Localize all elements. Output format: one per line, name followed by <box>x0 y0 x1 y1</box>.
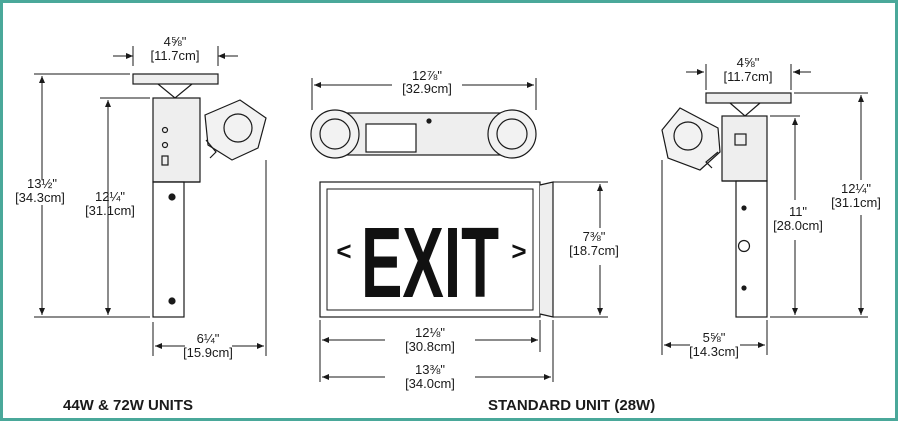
center-total-width-imperial: 13⅜" <box>415 362 445 377</box>
left-top-width-imperial: 4⅝" <box>164 34 187 49</box>
left-top-width-metric: [11.7cm] <box>151 48 200 63</box>
center-lamp-right <box>487 109 537 159</box>
left-body-height-metric: [31.1cm] <box>85 203 135 218</box>
center-battery-window <box>365 123 417 153</box>
left-mount-plate <box>132 73 219 85</box>
right-dimension-labels: 4⅝" [11.7cm] 11" [28.0cm] 12¼" [31.1cm] … <box>689 55 881 359</box>
center-side-canopy <box>539 181 554 318</box>
right-housing-lower <box>735 180 768 318</box>
right-top-width-metric: [11.7cm] <box>724 69 773 84</box>
right-dimensions <box>661 64 868 355</box>
center-top-width-imperial: 12⅞" <box>412 68 442 83</box>
center-top-housing <box>331 112 503 156</box>
left-total-height-imperial: 13½" <box>27 176 57 191</box>
center-dimension-labels: 12⅞" [32.9cm] 7⅜" [18.7cm] 12⅛" [30.8cm]… <box>402 68 655 414</box>
right-mount-bracket <box>729 102 761 117</box>
left-caption: 44W & 72W UNITS <box>63 397 193 414</box>
left-total-height-metric: [34.3cm] <box>15 190 65 205</box>
center-face-width-imperial: 12⅛" <box>415 325 445 340</box>
center-top-width-metric: [32.9cm] <box>402 81 452 96</box>
left-dimension-labels: 4⅝" [11.7cm] 13½" [34.3cm] 12¼" [31.1cm]… <box>15 34 233 414</box>
right-total-height-metric: [31.1cm] <box>831 195 881 210</box>
left-housing-upper <box>152 97 201 183</box>
exit-legend: EXIT < > <box>336 207 526 319</box>
right-housing-upper <box>721 115 768 182</box>
left-depth-imperial: 6¼" <box>197 331 220 346</box>
right-view <box>661 92 792 318</box>
exit-chevron-left: < <box>336 236 351 266</box>
left-dimensions <box>34 46 267 356</box>
center-dimensions <box>311 78 608 382</box>
left-view <box>132 73 267 318</box>
left-lamp-head <box>204 99 267 161</box>
left-mount-bracket <box>157 83 193 99</box>
right-depth-metric: [14.3cm] <box>689 344 739 359</box>
left-body-height-imperial: 12¼" <box>95 189 125 204</box>
center-lamp-left <box>310 109 360 159</box>
center-face-width-metric: [30.8cm] <box>405 339 455 354</box>
right-body-height-imperial: 11" <box>789 204 807 219</box>
right-top-width-imperial: 4⅝" <box>737 55 760 70</box>
exit-letters: EXIT <box>361 207 499 319</box>
center-total-width-metric: [34.0cm] <box>405 376 455 391</box>
left-depth-metric: [15.9cm] <box>183 345 233 360</box>
exit-chevron-right: > <box>511 236 526 266</box>
center-view <box>310 109 554 318</box>
right-mount-plate <box>705 92 792 104</box>
right-lamp-head <box>661 107 721 171</box>
right-depth-imperial: 5⅝" <box>703 330 726 345</box>
center-sign-height-metric: [18.7cm] <box>569 243 619 258</box>
center-sign-frame <box>319 181 541 318</box>
center-caption: STANDARD UNIT (28W) <box>488 397 655 414</box>
center-sign-face <box>326 188 534 311</box>
center-sign-height-imperial: 7⅜" <box>583 229 606 244</box>
right-body-height-metric: [28.0cm] <box>773 218 823 233</box>
right-total-height-imperial: 12¼" <box>841 181 871 196</box>
left-housing-lower <box>152 181 185 318</box>
